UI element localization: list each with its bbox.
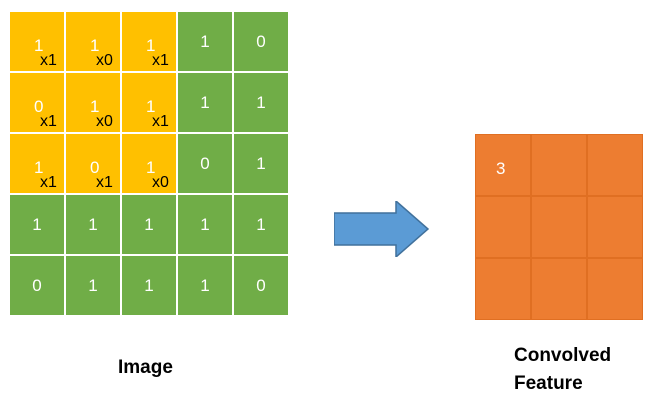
kernel-weight: x1 — [152, 52, 169, 69]
kernel-weight: x1 — [152, 113, 169, 130]
right-arrow-icon — [334, 201, 430, 257]
image-cell: 1 — [121, 194, 177, 255]
cell-value: 1 — [256, 92, 266, 112]
cell-value: 1 — [144, 214, 154, 234]
image-cell: 1 — [65, 194, 121, 255]
cell-value: 0 — [256, 275, 266, 295]
image-cell: 1 — [121, 255, 177, 316]
cell-value: 1 — [90, 36, 100, 55]
image-cell: 1 — [233, 133, 289, 194]
cell-value: 1 — [200, 31, 210, 51]
feature-cell — [531, 258, 587, 320]
cell-value: 1 — [88, 214, 98, 234]
cell-value: 1 — [256, 153, 266, 173]
feature-cell — [587, 134, 643, 196]
image-cell: 1 — [177, 194, 233, 255]
kernel-weight: x1 — [40, 174, 57, 191]
feature-cell: 3 — [475, 134, 531, 196]
cell-value: 1 — [146, 97, 156, 116]
image-label: Image — [118, 357, 173, 378]
cell-value: 0 — [34, 97, 44, 116]
convolved-feature-label: Convolved Feature — [514, 342, 611, 398]
feature-cell — [531, 196, 587, 258]
cell-value: 1 — [90, 97, 100, 116]
cell-value: 1 — [34, 158, 44, 177]
image-cell: 0 — [233, 255, 289, 316]
feature-value: 3 — [496, 159, 506, 178]
feature-cell — [587, 258, 643, 320]
feature-cell — [587, 196, 643, 258]
kernel-weight: x1 — [40, 52, 57, 69]
kernel-weight: x0 — [152, 174, 169, 191]
image-cell: 1 — [177, 72, 233, 133]
image-cell: 1 — [9, 194, 65, 255]
kernel-weight: x0 — [96, 113, 113, 130]
cell-value: 1 — [146, 158, 156, 177]
convolved-feature-grid: 3 — [474, 133, 644, 321]
feature-cell — [531, 134, 587, 196]
image-cell: 1 — [177, 255, 233, 316]
feature-cell — [475, 196, 531, 258]
image-cell: 1 — [65, 255, 121, 316]
kernel-weight: x1 — [96, 174, 113, 191]
convolved-feature-label-line1: Convolved — [514, 345, 612, 366]
image-cell: 1 — [233, 194, 289, 255]
image-cell: 1 — [177, 11, 233, 72]
cell-value: 0 — [256, 31, 266, 51]
image-cell: 0 — [233, 11, 289, 72]
cell-value: 0 — [200, 153, 210, 173]
cell-value: 1 — [200, 92, 210, 112]
cell-value: 1 — [34, 36, 44, 55]
image-cell: 1 — [233, 72, 289, 133]
cell-value: 0 — [32, 275, 42, 295]
cell-value: 0 — [90, 158, 100, 177]
cell-value: 1 — [88, 275, 98, 295]
cell-value: 1 — [200, 275, 210, 295]
cell-value: 1 — [200, 214, 210, 234]
convolved-feature-label-line2: Feature — [514, 373, 583, 394]
image-cell: 0 — [9, 255, 65, 316]
cell-value: 1 — [144, 275, 154, 295]
cell-value: 1 — [146, 36, 156, 55]
image-cell: 0 — [177, 133, 233, 194]
kernel-weight: x1 — [40, 113, 57, 130]
kernel-weight: x0 — [96, 52, 113, 69]
cell-value: 1 — [32, 214, 42, 234]
feature-cell — [475, 258, 531, 320]
cell-value: 1 — [256, 214, 266, 234]
